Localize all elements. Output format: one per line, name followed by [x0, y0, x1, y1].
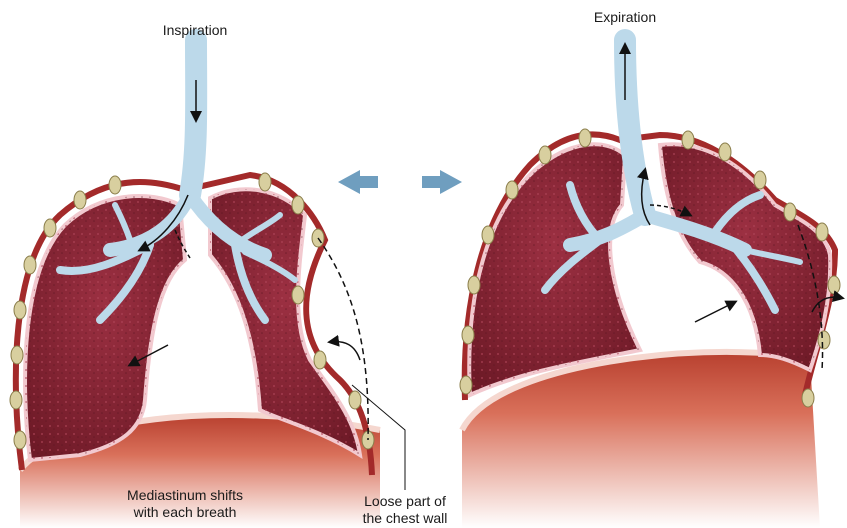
chest-wall-caption: Loose part of the chest wall — [345, 493, 465, 527]
expiration-panel — [460, 40, 842, 528]
expiration-mediastinum-arrow — [695, 302, 735, 322]
chest-wall-caption-line2: the chest wall — [345, 510, 465, 527]
inspiration-panel — [10, 40, 405, 528]
expiration-label: Expiration — [575, 9, 675, 26]
expiration-label-text: Expiration — [575, 9, 675, 26]
mediastinum-caption-line2: with each breath — [100, 504, 270, 521]
double-headed-arrow-icon — [338, 170, 462, 194]
mediastinum-caption: Mediastinum shifts with each breath — [100, 487, 270, 521]
chest-wall-caption-line1: Loose part of — [345, 493, 465, 510]
chest-wall-inward-arrow — [330, 342, 360, 360]
inspiration-label: Inspiration — [145, 22, 245, 39]
mediastinum-caption-line1: Mediastinum shifts — [100, 487, 270, 504]
inspiration-label-text: Inspiration — [145, 22, 245, 39]
